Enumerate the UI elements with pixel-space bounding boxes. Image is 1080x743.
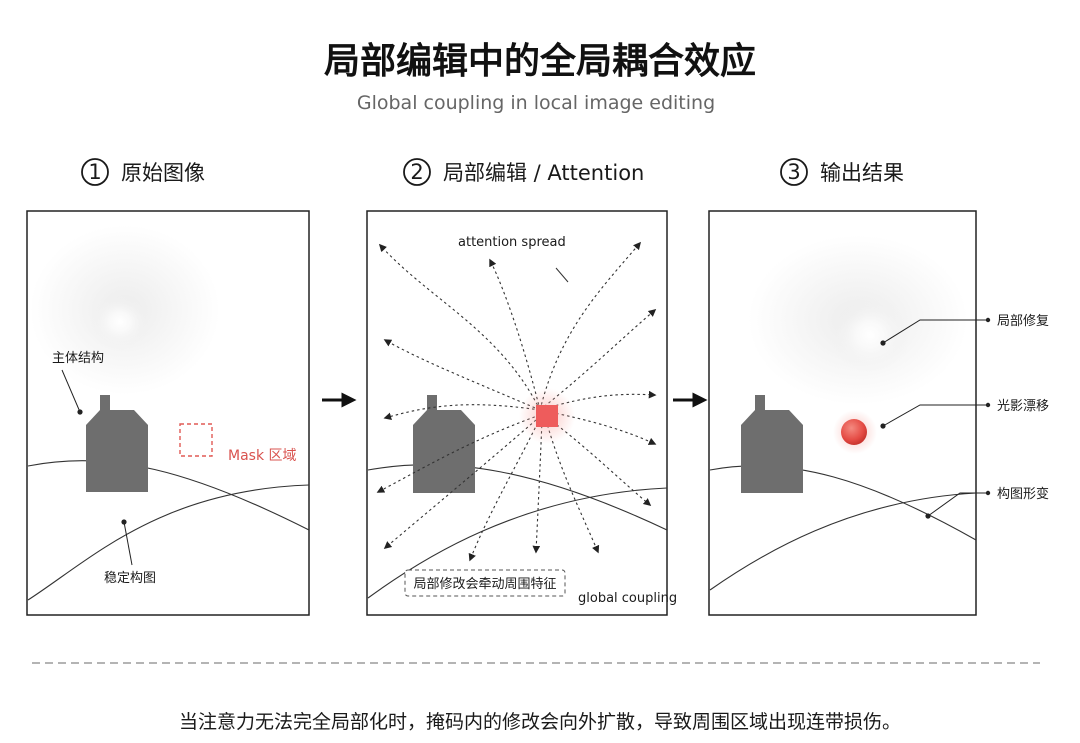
coupling-label: global coupling [578,591,677,606]
callout-end-dot [985,317,991,323]
callout-end-dot [985,402,991,408]
panel-output: 局部修复 光影漂移 构图形变 [708,210,1049,616]
step-heading-2: 2 局部编辑 / Attention [403,158,644,186]
house-shape [86,395,148,492]
step-number: 2 [410,160,423,184]
subject-leader-dot [77,409,83,415]
panel-frame [366,210,668,616]
mask-region [179,423,213,457]
edit-square [536,405,558,427]
callout-light-drift: 光影漂移 [997,398,1049,414]
step-number-circle [81,158,109,186]
step-heading-1: 1 原始图像 [81,158,205,186]
sun-glow [830,297,910,373]
callout-line-light [882,404,988,427]
subject-leader-line [61,369,81,413]
hill-line-back [367,464,668,531]
step-number-circle [403,158,431,186]
subject-label: 主体结构 [52,351,104,366]
hill-line-front [709,492,977,591]
light-drift-ball [841,419,867,445]
callout-end-dot [985,490,991,496]
composition-leader-line [123,521,133,566]
step-heading-3: 3 输出结果 [780,158,904,186]
sun-glow [90,294,150,350]
attention-label: attention spread [458,235,566,250]
callout-local-repair: 局部修复 [997,314,1049,329]
hill-line-back [27,460,310,531]
panel-editing: attention spread 局部修改会牵动周围特征 global coup… [366,210,677,616]
callout-line-repair [882,319,988,344]
attention-pointer [555,267,569,283]
step-number: 1 [88,160,101,184]
page-title: 局部编辑中的全局耦合效应 [324,40,756,82]
caption-box [404,569,566,597]
house-shape [413,395,475,493]
composition-label: 稳定构图 [104,570,156,586]
step-label: 局部编辑 / Attention [443,161,644,185]
step-label: 原始图像 [121,161,205,185]
house-shape [741,395,803,493]
callout-line-composition [927,492,988,517]
page-subtitle: Global coupling in local image editing [357,92,715,114]
step-label: 输出结果 [820,161,904,185]
hill-line-front [27,484,310,601]
mask-label: Mask 区域 [228,448,297,464]
callout-composition-deform: 构图形变 [997,486,1049,502]
step-number-circle [780,158,808,186]
step-number: 3 [787,160,800,184]
caption-text: 局部修改会牵动周围特征 [413,577,556,592]
hill-line-back [709,465,977,541]
footer-caption: 当注意力无法完全局部化时，掩码内的修改会向外扩散，导致周围区域出现连带损伤。 [179,711,901,733]
panel-original: Mask 区域 主体结构 稳定构图 [26,210,310,616]
